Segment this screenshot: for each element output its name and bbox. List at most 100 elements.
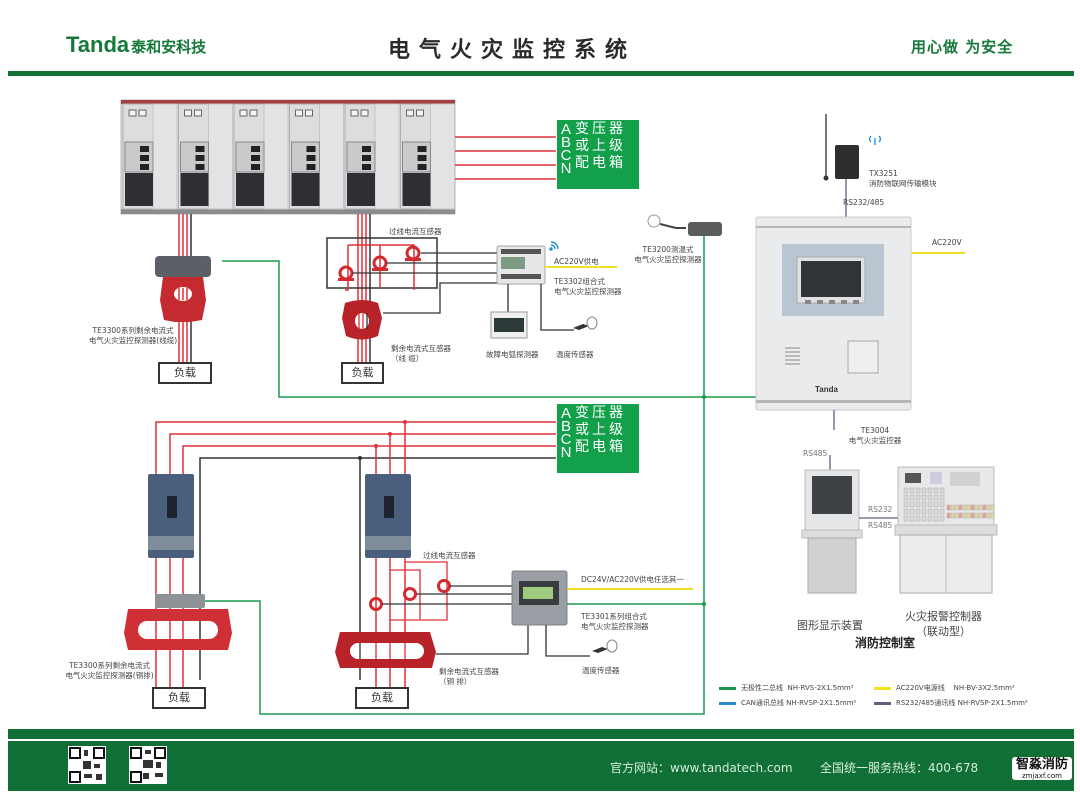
cabinet-brand: Tanda	[815, 385, 838, 394]
switchgear-cabinet	[400, 103, 455, 210]
rs485-left-label: RS485	[803, 449, 828, 458]
panel-button	[903, 487, 909, 494]
page-title: 电气火灾监控系统	[388, 38, 637, 63]
panel-button	[921, 501, 927, 508]
panel-button	[909, 487, 915, 494]
tx3251-label: TX3251 消防物联网传输模块	[869, 169, 937, 188]
panel-button	[927, 508, 933, 515]
phase-b: B	[560, 418, 571, 435]
watermark-sub: zmjaxf.com	[1021, 772, 1062, 780]
rs485-right-label: RS485	[868, 521, 893, 530]
panel-indicator	[954, 512, 959, 519]
panel-button	[915, 515, 921, 522]
load-upper-left: 负载	[158, 362, 212, 384]
panel-indicator	[970, 504, 975, 511]
fault-arc-label: 故障电弧探测器	[486, 350, 539, 359]
phase-n: N	[560, 160, 572, 177]
panel-indicator	[978, 504, 983, 511]
phase-b: B	[560, 134, 571, 151]
residual-ct-busbar-label: 剩余电流式互感器 （铜 排）	[439, 667, 499, 686]
legend-item: 无极性二总线 NH-RVS-2X1.5mm²	[719, 683, 874, 693]
rs232-485-label: RS232/485	[843, 198, 885, 207]
switchgear-cabinet	[122, 103, 178, 210]
switchgear-cabinet	[233, 103, 289, 210]
panel-button	[909, 501, 915, 508]
panel-indicator	[978, 512, 983, 519]
panel-button	[933, 508, 939, 515]
panel-button	[933, 487, 939, 494]
panel-button	[927, 515, 933, 522]
panel-indicator	[954, 504, 959, 511]
panel-button	[903, 515, 909, 522]
panel-button	[927, 501, 933, 508]
upper-left-feeder	[155, 214, 756, 398]
te3200-label: TE3200测温式 电气火灾监控探测器	[634, 245, 702, 264]
panel-indicator	[982, 512, 987, 519]
temp-sensor-label-lower: 温度传感器	[582, 666, 620, 675]
panel-indicator	[966, 512, 971, 519]
watermark: 智淼消防 zmjaxf.com	[1011, 757, 1072, 780]
panel-indicator	[950, 512, 955, 519]
logo-brand: Tanda	[66, 32, 130, 57]
panel-button	[909, 494, 915, 501]
panel-indicator	[958, 504, 963, 511]
upper-right-feeder	[326, 214, 617, 362]
panel-indicator	[946, 512, 951, 519]
source-line-3: 配电箱	[575, 439, 626, 455]
panel-indicator	[974, 512, 979, 519]
load-lower-right: 负载	[355, 687, 409, 709]
panel-indicator	[946, 504, 951, 511]
panel-indicator	[990, 504, 995, 511]
footer-stripe	[8, 729, 1074, 739]
panel-button	[909, 515, 915, 522]
panel-button	[921, 487, 927, 494]
te3300-busbar-label: TE3300系列剩余电流式 电气火灾监控探测器(铜排)	[65, 661, 154, 680]
te3301-label: TE3301系列组合式 电气火灾监控探测器	[581, 612, 649, 631]
detector-head	[155, 256, 211, 277]
panel-button	[933, 494, 939, 501]
panel-indicator	[970, 512, 975, 519]
panel-button	[939, 508, 945, 515]
qr-pattern	[69, 747, 105, 783]
overload-ct-label-upper: 过线电流互感器	[389, 227, 442, 236]
panel-button	[933, 501, 939, 508]
phase-a: A	[560, 405, 571, 422]
panel-button	[909, 508, 915, 515]
qr-code-1	[68, 746, 106, 784]
power-source-upper: A B C N 变压器 或上级 配电箱	[557, 120, 639, 189]
panel-indicator	[950, 504, 955, 511]
panel-button	[903, 508, 909, 515]
load-lower-left: 负载	[152, 687, 206, 709]
panel-indicator	[974, 504, 979, 511]
legend-swatch	[719, 701, 736, 705]
te3200-trunk	[647, 214, 722, 606]
header-divider	[8, 71, 1074, 76]
fire-alarm-controller-label: 火灾报警控制器 （联动型）	[905, 610, 982, 638]
te3302-label: TE3302组合式 电气火灾监控探测器	[554, 277, 622, 296]
panel-button	[903, 501, 909, 508]
residual-ct-cable-label: 剩余电流式互感器 （线 缆）	[391, 344, 451, 363]
panel-indicator	[986, 504, 991, 511]
legend-swatch	[874, 686, 891, 690]
switchgear-cabinet	[289, 103, 344, 210]
upper-phase-bus	[455, 136, 556, 180]
panel-button	[927, 487, 933, 494]
panel-button	[903, 494, 909, 501]
panel-indicator	[982, 504, 987, 511]
website-link[interactable]: 官方网站：www.tandatech.com	[610, 761, 793, 775]
hotline: 全国统一服务热线：400-678	[820, 761, 979, 775]
panel-button	[915, 487, 921, 494]
panel-indicator	[962, 504, 967, 511]
panel-button	[921, 494, 927, 501]
lower-right-feeder	[335, 558, 704, 688]
source-line-2: 或上级	[575, 422, 626, 438]
lower-left-feeder	[124, 558, 705, 715]
ac220-supply-upper: AC220V供电	[554, 257, 599, 266]
breaker-right	[365, 474, 411, 558]
control-room-equipment	[801, 455, 998, 594]
panel-indicator	[962, 512, 967, 519]
panel-indicator	[990, 512, 995, 519]
te3004-cabinet	[755, 216, 965, 430]
legend-swatch	[719, 686, 736, 690]
